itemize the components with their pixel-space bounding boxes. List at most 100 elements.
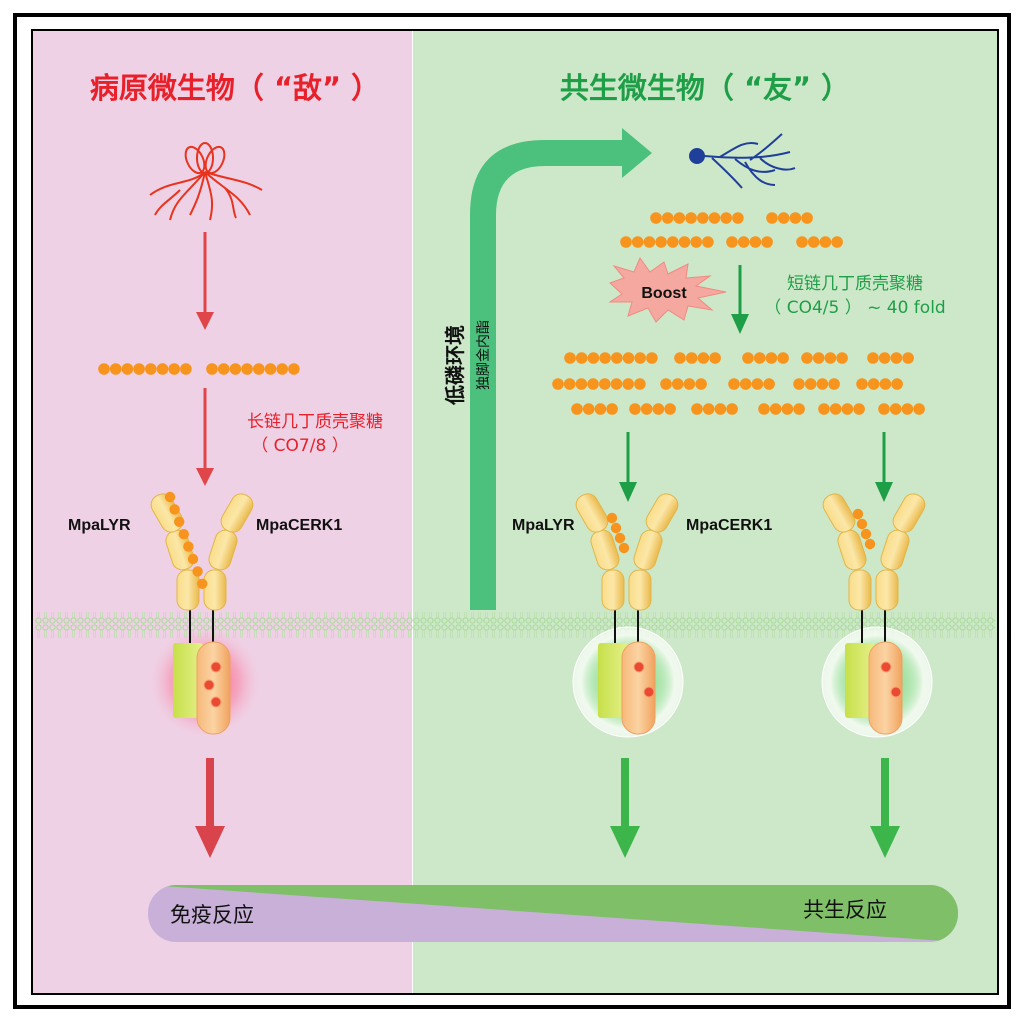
boost-label: Boost <box>641 285 687 302</box>
chitin-monomer <box>620 236 632 248</box>
chitin-monomer <box>197 578 208 589</box>
chitin-monomer <box>804 378 817 390</box>
short-chitin-chain <box>793 378 840 390</box>
chitin-monomer <box>720 212 732 224</box>
arrow-down-icon <box>731 265 749 334</box>
chitin-monomer <box>169 504 180 515</box>
chitin-monomer <box>288 363 300 375</box>
arrow-down-icon <box>196 232 214 330</box>
short-chitin-chain <box>867 352 914 364</box>
chitin-monomer <box>867 352 879 364</box>
arrow-down-icon <box>870 758 900 858</box>
chitin-monomer <box>726 236 738 248</box>
chitin-monomer <box>816 378 829 390</box>
chitin-monomer <box>109 363 122 375</box>
phosphorylation-site <box>643 686 655 698</box>
chitin-monomer <box>763 378 775 390</box>
chitin-monomer <box>660 378 672 390</box>
long-chitin-label: 长链几丁质壳聚糖 <box>247 412 383 432</box>
short-chitin-chain <box>856 378 903 390</box>
arrow-down-icon <box>196 388 214 486</box>
chitin-monomer <box>631 236 644 248</box>
chitin-monomer <box>582 403 595 415</box>
chitin-monomer <box>708 212 721 224</box>
chitin-monomer <box>192 566 203 577</box>
chitin-monomer <box>145 363 157 375</box>
short-chitin-label: 短链几丁质壳聚糖 <box>787 274 923 294</box>
chitin-monomer <box>902 352 914 364</box>
chitin-monomer <box>241 363 253 375</box>
mpalyr-label: MpaLYR <box>68 517 131 534</box>
chitin-monomer <box>737 236 750 248</box>
chitin-monomer <box>853 403 865 415</box>
chitin-monomer <box>878 352 891 364</box>
short-chitin-chain <box>674 352 721 364</box>
chitin-monomer <box>564 352 576 364</box>
chitin-monomer <box>634 352 646 364</box>
pathogen-microbe-icon <box>149 142 263 221</box>
chitin-monomer <box>761 236 773 248</box>
chitin-monomer <box>667 236 679 248</box>
chitin-monomer <box>860 528 872 540</box>
short-chitin-chain <box>728 378 775 390</box>
chitin-monomer <box>683 378 696 390</box>
chitin-monomer <box>229 363 242 375</box>
phosphorylation-site <box>203 679 215 691</box>
chitin-monomer <box>187 553 199 565</box>
symbiotic-fungus-icon <box>689 133 796 189</box>
chitin-monomer <box>178 529 189 540</box>
short-chitin-chain <box>629 403 676 415</box>
chitin-chain <box>620 236 714 248</box>
chitin-monomer <box>587 378 599 390</box>
chitin-monomer <box>599 378 611 390</box>
short-chitin-chain <box>818 403 865 415</box>
chitin-monomer <box>828 378 840 390</box>
chitin-monomer <box>829 403 842 415</box>
chitin-monomer <box>643 236 656 248</box>
chitin-monomer <box>891 378 903 390</box>
chitin-monomer <box>867 378 880 390</box>
chitin-chain <box>726 236 773 248</box>
chitin-monomer <box>793 403 805 415</box>
arrow-down-icon <box>195 758 225 858</box>
symbiotic-response-label: 共生反应 <box>803 898 887 922</box>
chitin-monomer <box>836 352 848 364</box>
chitin-monomer <box>664 403 676 415</box>
chitin-monomer <box>751 378 764 390</box>
chitin-monomer <box>661 212 674 224</box>
phosphorylation-site <box>210 696 222 708</box>
pathogen-panel <box>32 30 412 994</box>
chitin-monomer <box>796 236 808 248</box>
chitin-monomer <box>697 212 709 224</box>
chitin-monomer <box>685 212 697 224</box>
chitin-monomer <box>913 403 925 415</box>
chitin-monomer <box>622 352 635 364</box>
chitin-monomer <box>732 212 744 224</box>
long-chitin-code: （ CO7/8 ） <box>251 436 348 456</box>
chitin-monomer <box>606 403 618 415</box>
chitin-monomer <box>697 352 710 364</box>
mpacerk1-label: MpaCERK1 <box>686 517 772 534</box>
chitin-monomer <box>856 378 868 390</box>
short-chitin-chain <box>691 403 738 415</box>
chitin-monomer <box>614 532 626 544</box>
chitin-monomer <box>587 352 600 364</box>
chitin-monomer <box>98 363 110 375</box>
chitin-monomer <box>640 403 653 415</box>
chitin-monomer <box>702 403 715 415</box>
chitin-chain <box>766 212 813 224</box>
chitin-monomer <box>793 378 805 390</box>
chitin-monomer <box>789 212 802 224</box>
chitin-monomer <box>611 352 623 364</box>
phosphorylation-site <box>633 661 645 673</box>
chitin-monomer <box>655 236 667 248</box>
chitin-monomer <box>890 352 903 364</box>
chitin-monomer <box>765 352 778 364</box>
chitin-monomer <box>610 378 623 390</box>
chitin-monomer <box>629 403 641 415</box>
chitin-monomer <box>777 212 790 224</box>
chitin-monomer <box>824 352 837 364</box>
chitin-monomer <box>673 212 686 224</box>
chitin-monomer <box>856 518 868 530</box>
chitin-monomer <box>671 378 684 390</box>
